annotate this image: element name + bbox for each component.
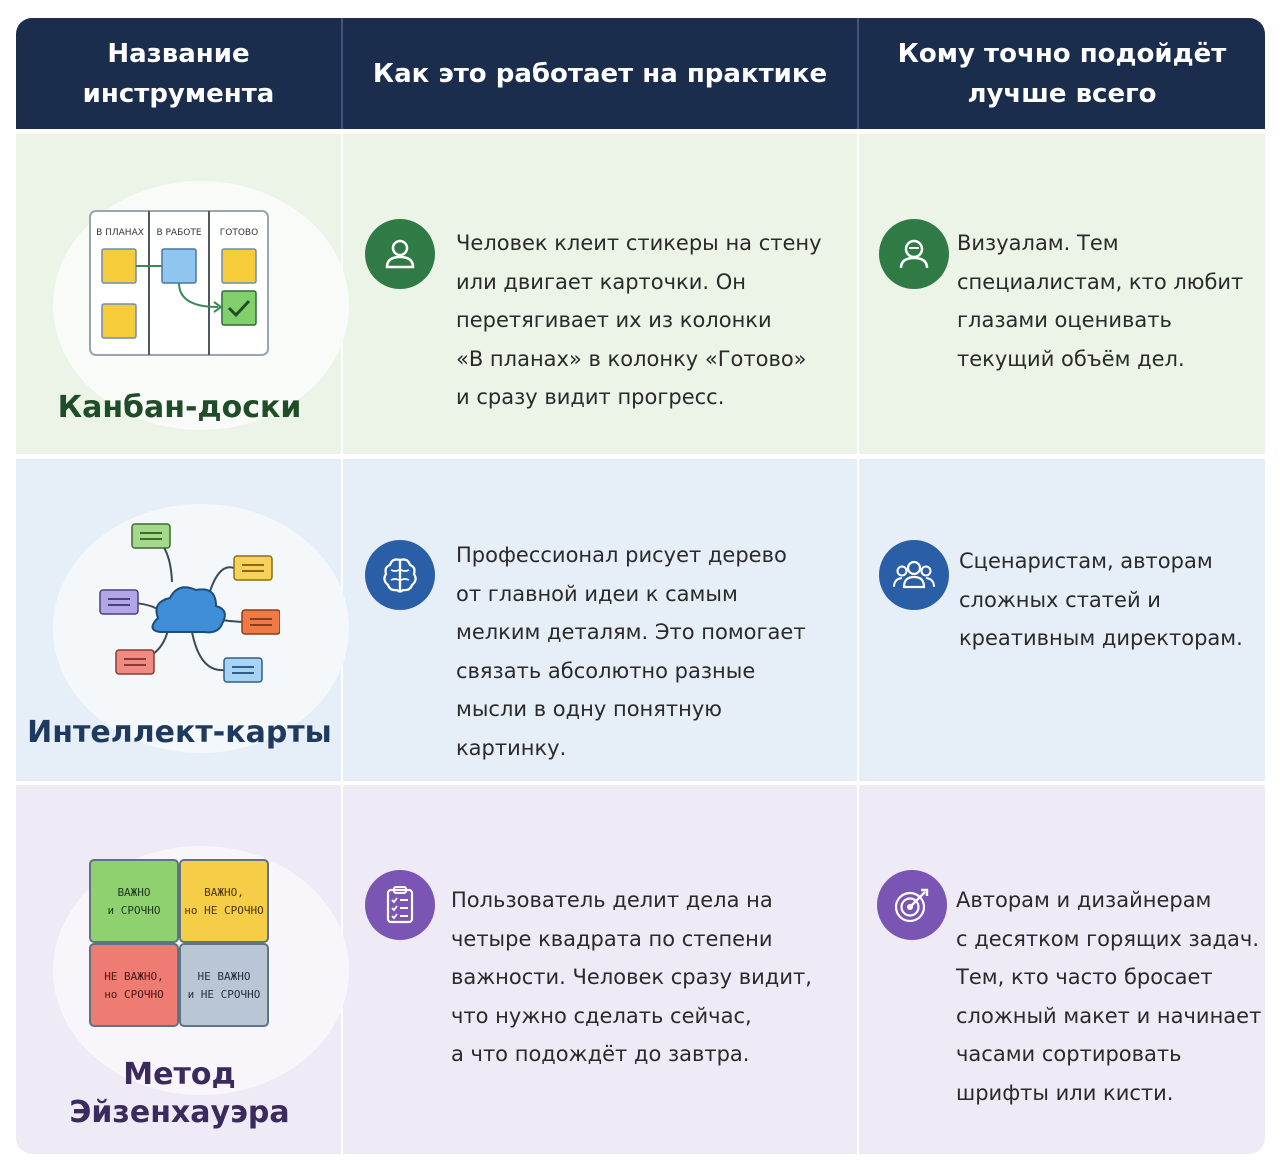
focused-person-icon bbox=[879, 219, 949, 289]
audience-text: Авторам и дизайнерам с десятком горящих … bbox=[956, 888, 1262, 1105]
table-row-mindmap: Интеллект-карты Профессионал рисует дере… bbox=[16, 459, 1265, 781]
person-icon bbox=[365, 219, 435, 289]
table-row-kanban: В ПЛАНАХ В РАБОТЕ ГОТОВО Канбан-доски bbox=[16, 134, 1265, 454]
mind-map-icon bbox=[99, 523, 280, 683]
audience-text: Визуалам. Тем специалистам, кто любит гл… bbox=[957, 231, 1244, 371]
header-audience: Кому точно подойдёт лучше всего bbox=[897, 38, 1227, 109]
practice-text: Профессионал рисует дерево от главной ид… bbox=[456, 543, 806, 760]
clipboard-list-icon bbox=[365, 870, 435, 940]
kanban-col-1-label: В ПЛАНАХ bbox=[96, 228, 144, 238]
tool-name: Интеллект-карты bbox=[27, 715, 332, 750]
quadrant-4-line-2: и НЕ СРОЧНО bbox=[188, 988, 261, 1001]
audience-text: Сценаристам, авторам сложных статей и кр… bbox=[959, 549, 1243, 650]
quadrant-3-line-2: но СРОЧНО bbox=[104, 988, 164, 1001]
quadrant-4-line-1: НЕ ВАЖНО bbox=[198, 970, 251, 983]
practice-text: Человек клеит стикеры на стену или двига… bbox=[456, 231, 822, 409]
tool-name: Канбан-доски bbox=[57, 390, 302, 425]
table-row-eisenhower: ВАЖНО и СРОЧНО ВАЖНО, но НЕ СРОЧНО НЕ ВА… bbox=[16, 785, 1265, 1154]
tool-cell-eisenhower: ВАЖНО и СРОЧНО ВАЖНО, но НЕ СРОЧНО НЕ ВА… bbox=[16, 785, 349, 1154]
target-icon bbox=[877, 870, 947, 940]
quadrant-1-line-2: и СРОЧНО bbox=[108, 904, 161, 917]
group-icon bbox=[879, 540, 949, 610]
kanban-board-icon: В ПЛАНАХ В РАБОТЕ ГОТОВО bbox=[89, 210, 269, 356]
tool-cell-mindmap: Интеллект-карты bbox=[16, 459, 349, 781]
practice-cell-kanban: Человек клеит стикеры на стену или двига… bbox=[343, 134, 859, 454]
audience-cell-mindmap: Сценаристам, авторам сложных статей и кр… bbox=[859, 459, 1265, 781]
audience-cell-kanban: Визуалам. Тем специалистам, кто любит гл… bbox=[859, 134, 1265, 454]
kanban-col-3-label: ГОТОВО bbox=[220, 228, 258, 238]
quadrant-2-line-2: но НЕ СРОЧНО bbox=[184, 904, 263, 917]
kanban-col-2-label: В РАБОТЕ bbox=[156, 228, 201, 238]
quadrant-3-line-1: НЕ ВАЖНО, bbox=[104, 970, 164, 983]
brain-icon bbox=[365, 540, 435, 610]
eisenhower-matrix-icon: ВАЖНО и СРОЧНО ВАЖНО, но НЕ СРОЧНО НЕ ВА… bbox=[89, 859, 269, 1027]
header-practice: Как это работает на практике bbox=[343, 18, 859, 129]
practice-cell-eisenhower: Пользователь делит дела на четыре квадра… bbox=[343, 785, 859, 1154]
header-tool-name: Название инструмента bbox=[16, 18, 343, 129]
tool-name: Метод Эйзенхауэра bbox=[69, 1057, 290, 1130]
practice-cell-mindmap: Профессионал рисует дерево от главной ид… bbox=[343, 459, 859, 781]
quadrant-2-line-1: ВАЖНО, bbox=[204, 886, 244, 899]
quadrant-1-line-1: ВАЖНО bbox=[117, 886, 150, 899]
tool-cell-kanban: В ПЛАНАХ В РАБОТЕ ГОТОВО Канбан-доски bbox=[16, 134, 349, 454]
comparison-table: Название инструмента Как это работает на… bbox=[16, 18, 1265, 1154]
audience-cell-eisenhower: Авторам и дизайнерам с десятком горящих … bbox=[859, 785, 1265, 1154]
table-header: Название инструмента Как это работает на… bbox=[16, 18, 1265, 129]
practice-text: Пользователь делит дела на четыре квадра… bbox=[451, 888, 812, 1066]
